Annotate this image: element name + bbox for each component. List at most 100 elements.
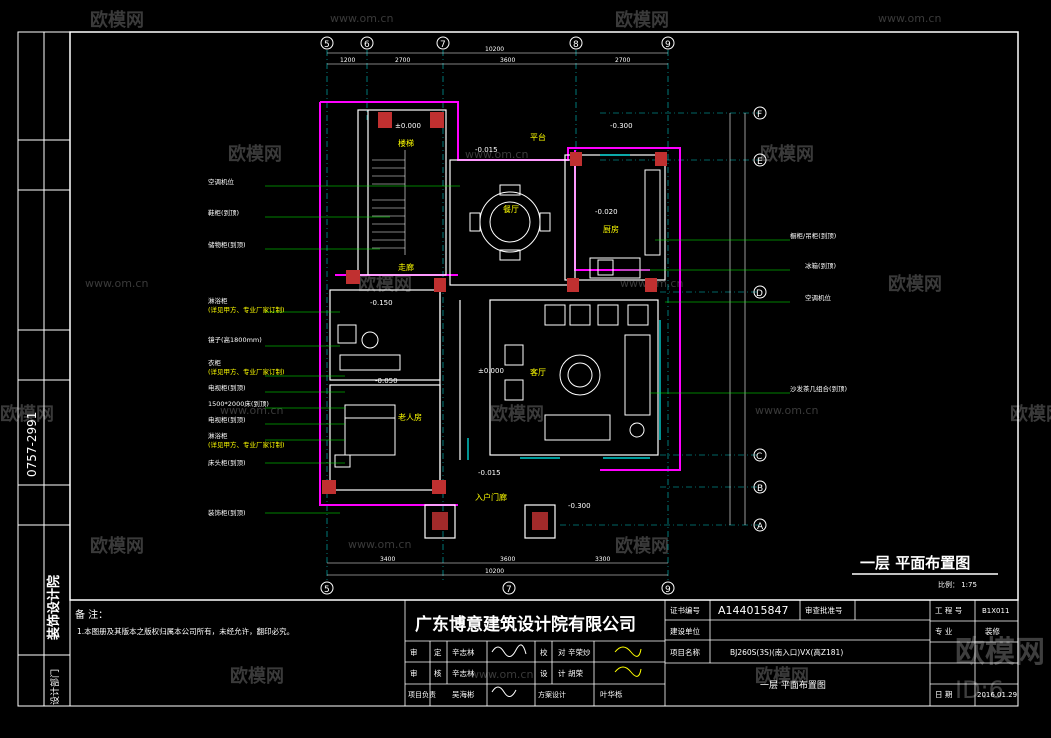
level-text: -0.150 — [370, 299, 393, 307]
stair — [372, 150, 406, 255]
grid-bubbles-top: 5 6 7 8 9 — [320, 36, 675, 50]
grid-label: 8 — [573, 40, 579, 50]
drawing-name: 一层 平面布置图 — [760, 679, 826, 691]
tb-cell: 辛荣炒 — [568, 647, 591, 657]
annotation: 冰箱(到顶) — [805, 261, 836, 270]
annotation: (详见甲方、专业厂家订制) — [208, 367, 285, 376]
watermark: 欧模网 — [755, 665, 809, 687]
watermark-url: www.om.cn — [755, 404, 818, 417]
sheet-scale: 比例： 1:75 — [938, 580, 977, 589]
tb-cell: 胡荣 — [568, 668, 583, 678]
level-text: -0.015 — [478, 469, 501, 477]
annotation: 电视柜(到顶) — [208, 383, 246, 392]
annotation: (详见甲方、专业厂家订制) — [208, 305, 285, 314]
kitchen-fixtures — [589, 169, 661, 279]
dim-value: 2700 — [395, 57, 410, 64]
level-markers: ±0.000 -0.015 -0.300 -0.020 -0.150 -0.05… — [370, 122, 633, 510]
grid-label: C — [756, 452, 762, 462]
watermark: 欧模网 — [228, 143, 282, 165]
tb-cell: 辛志林 — [452, 647, 475, 657]
annotation: 储物柜(到顶) — [208, 240, 246, 249]
watermark-url: www.om.cn — [85, 277, 148, 290]
annotation: (详见甲方、专业厂家订制) — [208, 440, 285, 449]
grid-bubbles-right: F E D C B A — [729, 106, 767, 532]
grid-label: A — [757, 522, 764, 532]
annotation-left: 空调机位 鞋柜(到顶) 储物柜(到顶) 淋浴柜 (详见甲方、专业厂家订制) 镜子… — [208, 177, 285, 517]
level-text: ±0.000 — [478, 367, 504, 375]
watermark: 欧模网 — [615, 535, 669, 557]
level-text: -0.015 — [475, 146, 498, 154]
annotation: 淋浴柜 — [208, 296, 228, 305]
watermark-url: www.om.cn — [330, 12, 393, 25]
dim-value: 3600 — [500, 556, 515, 563]
annotation: 衣柜 — [208, 358, 222, 367]
tb-cell: 审 — [410, 647, 418, 657]
tb-cell: 校 — [540, 647, 548, 657]
side-dept-label: 设计部门 — [49, 669, 61, 705]
dim-value: 2700 — [615, 57, 630, 64]
grid-label: 5 — [324, 40, 330, 50]
date-label: 日 期 — [935, 690, 952, 699]
cert-number: A144015847 — [718, 604, 789, 617]
level-text: -0.020 — [595, 208, 618, 216]
tb-cell: 核 — [434, 668, 442, 678]
annotation-right: 橱柜/吊柜(到顶) 冰箱(到顶) 空调机位 沙发茶几组合(到顶) — [790, 231, 847, 393]
signature — [491, 644, 527, 657]
watermark: 欧模网 — [490, 403, 544, 425]
level-text: -0.300 — [568, 502, 591, 510]
tb-cell: 设 — [540, 668, 548, 678]
watermark-url: www.om.cn — [465, 148, 528, 161]
tb-cell: 叶华栎 — [600, 689, 623, 699]
watermark-url: www.om.cn — [220, 404, 283, 417]
grid-label: 7 — [440, 40, 446, 50]
grid-label: E — [757, 157, 763, 167]
annotation: 沙发茶几组合(到顶) — [790, 384, 847, 393]
room-label: 平台 — [530, 132, 546, 142]
dim-value: 3600 — [500, 57, 515, 64]
notes-block: 备 注： 1.本图册及其版本之版权归属本公司所有，未经允许，翻印必究。 — [75, 608, 294, 636]
notes-title: 备 注： — [75, 608, 108, 621]
cert-label: 证书编号 — [670, 605, 700, 615]
tb-cell: 方案设计 — [538, 690, 566, 699]
grid-label: F — [757, 110, 762, 120]
window-lines — [467, 154, 661, 460]
date-value: 2016.01.29 — [977, 691, 1017, 699]
watermark: 欧模网 — [0, 403, 54, 425]
room-label: 入户门廊 — [475, 492, 507, 502]
room-label: 客厅 — [530, 367, 546, 377]
title-block-grid — [404, 599, 1019, 707]
major-value: 装修 — [985, 626, 1000, 636]
project-label: 项目名称 — [670, 647, 700, 657]
dim-value: 3300 — [595, 556, 610, 563]
dim-value: 1200 — [340, 57, 355, 64]
notes-line: 1.本图册及其版本之版权归属本公司所有，未经允许，翻印必究。 — [77, 626, 294, 636]
sheet-title-group: 一层 平面布置图 比例： 1:75 — [852, 554, 998, 589]
signature — [491, 686, 517, 697]
annotation: 淋浴柜 — [208, 431, 228, 440]
signature — [614, 666, 642, 677]
watermark-url: www.om.cn — [348, 538, 411, 551]
level-text: ±0.000 — [395, 122, 421, 130]
grid-label: 5 — [324, 585, 330, 595]
tb-cell: 辛志林 — [452, 668, 475, 678]
project-value: BJ260S(3S)(南入口)VX(高Z181) — [730, 647, 843, 657]
annotation: 鞋柜(到顶) — [208, 208, 239, 217]
side-strip: 0757-2991 装饰设计院 设计部门 — [18, 32, 70, 706]
annotation: 空调机位 — [208, 177, 235, 186]
annotation: 镜子(高1800mm) — [208, 335, 262, 344]
side-design-label: 装饰设计院 — [46, 575, 62, 641]
annotation: 1500*2000床(到顶) — [208, 399, 269, 408]
grid-label: D — [756, 289, 763, 299]
leader-lines-left — [265, 185, 460, 514]
bedroom-bed — [334, 404, 396, 468]
major-label: 专 业 — [935, 626, 953, 636]
level-text: -0.300 — [610, 122, 633, 130]
watermark-url: www.om.cn — [878, 12, 941, 25]
room-label: 餐厅 — [503, 205, 519, 214]
annotation: 橱柜/吊柜(到顶) — [790, 231, 836, 240]
dimensions-top: 10200 1200 2700 3600 2700 — [327, 46, 668, 65]
annotation: 装饰柜(到顶) — [208, 508, 246, 517]
annotation: 电视柜(到顶) — [208, 415, 246, 424]
